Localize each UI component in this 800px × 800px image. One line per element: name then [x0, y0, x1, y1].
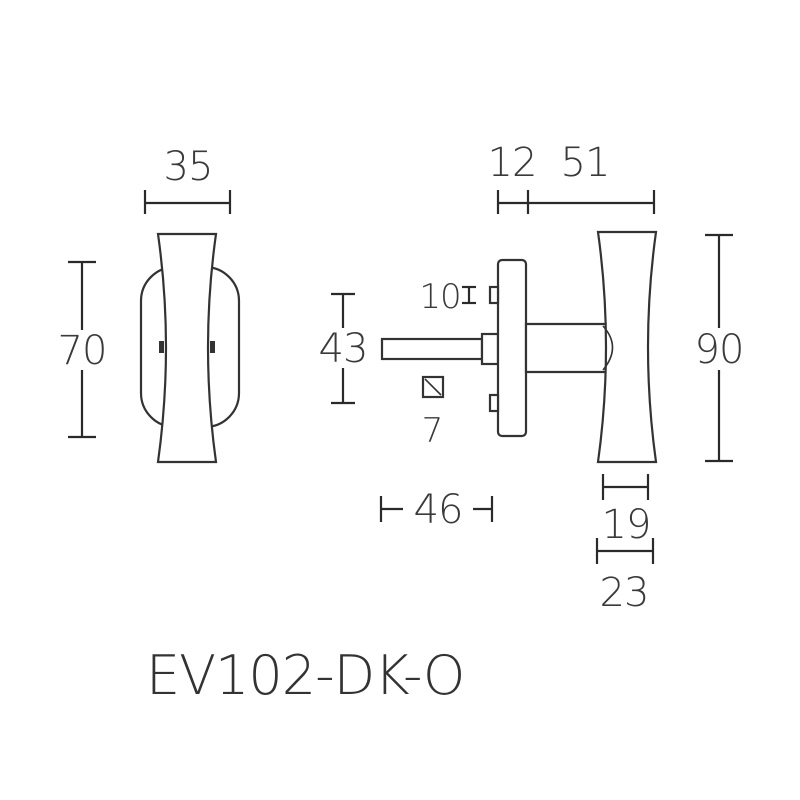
- dim-rose-thickness-label: 12: [488, 140, 537, 186]
- model-name: EV102-DK-O: [146, 644, 464, 707]
- front-handle-outline: [156, 232, 218, 464]
- dim-handle-offset-label: 51: [561, 140, 610, 186]
- dim-front-height-label: 70: [58, 328, 107, 374]
- dim-handle-length-label: 90: [695, 327, 744, 373]
- dim-70-label-bg: [52, 330, 112, 370]
- side-rose-tab-top: [488, 285, 500, 305]
- dim-handle-width-label: 19: [602, 502, 651, 548]
- dim-spindle-square-label: 7: [422, 411, 443, 451]
- side-handle-neck: [524, 322, 618, 374]
- side-view: 7 12 51 43 10 46 90 19: [315, 140, 751, 616]
- side-rose-tab-bottom: [488, 393, 500, 413]
- side-handle-grip: [596, 230, 658, 464]
- dim-46-label-bg: [403, 488, 473, 530]
- front-screw-left: [159, 341, 164, 353]
- dim-43-label-bg: [315, 328, 373, 368]
- spindle-collar: [480, 332, 500, 366]
- side-handle-neck-tip: [602, 325, 614, 371]
- dim-rose-height-label: 10: [419, 277, 460, 317]
- dim-handle-depth-label: 23: [600, 570, 649, 616]
- dim-projection-label: 46: [414, 487, 463, 533]
- side-rose: [496, 258, 528, 438]
- dim-90-label-bg: [689, 328, 751, 370]
- front-screw-right: [210, 341, 215, 353]
- spindle: [380, 337, 484, 361]
- front-view: 35 70: [52, 144, 241, 464]
- dim-front-width-label: 35: [164, 144, 213, 190]
- spindle-square-diagonal: [424, 378, 442, 396]
- dim-spindle-length-label: 43: [319, 326, 368, 372]
